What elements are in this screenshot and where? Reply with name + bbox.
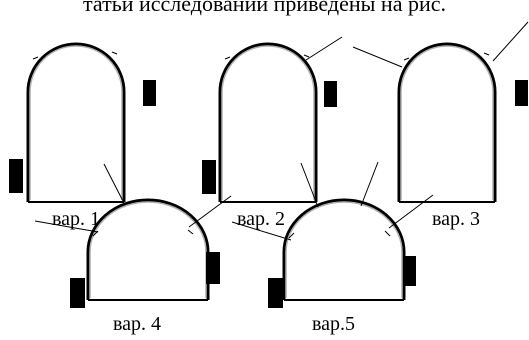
- tunnel-lining: [89, 201, 207, 298]
- tunnel-profile: [397, 42, 497, 202]
- tunnel-profile: [218, 42, 318, 202]
- tunnel-lining: [400, 45, 494, 200]
- tunnel-lining: [221, 45, 315, 200]
- anchor-tick: [92, 230, 99, 237]
- cut-off-top-text: татьи исследовании приведены на рис.: [83, 0, 446, 16]
- tunnel-lining: [29, 45, 123, 200]
- bolt-line: [492, 21, 529, 62]
- bolt-line: [231, 221, 292, 241]
- right-pillar: [515, 80, 528, 106]
- variant-5-diagram: вар.5: [231, 161, 434, 335]
- tunnel-profile: [86, 198, 210, 300]
- anchor-tick: [303, 54, 310, 58]
- anchor-tick: [32, 56, 39, 60]
- bolt-line: [352, 46, 403, 68]
- bolt-line: [300, 162, 319, 208]
- tunnel-profile: [26, 42, 126, 202]
- bolt-line: [34, 220, 99, 233]
- anchor-tick: [483, 52, 490, 56]
- left-pillar: [70, 278, 85, 308]
- left-pillar: [202, 160, 216, 194]
- bolt-line: [305, 36, 343, 61]
- right-pillar: [206, 252, 220, 284]
- anchor-tick: [224, 56, 231, 60]
- variant-3-diagram: вар. 3: [352, 21, 529, 230]
- variant-3-label: вар. 3: [432, 208, 480, 230]
- left-pillar: [9, 159, 23, 193]
- variant-1-diagram: вар. 1: [9, 42, 156, 230]
- left-pillar: [268, 278, 283, 308]
- right-pillar: [324, 81, 337, 107]
- bolt-line: [360, 161, 379, 207]
- right-pillar: [143, 80, 156, 106]
- variant-4-label: вар. 4: [113, 313, 161, 335]
- variant-5-label: вар.5: [312, 313, 355, 335]
- anchor-tick: [111, 51, 118, 55]
- variant-4-diagram: вар. 4: [34, 163, 232, 335]
- anchor-tick: [384, 230, 391, 237]
- bolt-line: [103, 163, 126, 206]
- variant-1-label: вар. 1: [52, 208, 100, 230]
- bolt-line: [388, 194, 434, 229]
- right-pillar: [403, 256, 416, 286]
- anchor-tick: [288, 232, 295, 239]
- anchor-tick: [403, 57, 410, 61]
- variant-2-label: вар. 2: [237, 208, 285, 230]
- tunnel-profile: [282, 198, 406, 300]
- variant-2-diagram: вар. 2: [202, 36, 343, 230]
- anchor-tick: [187, 229, 194, 235]
- tunnel-lining: [285, 201, 403, 298]
- bolt-line: [188, 195, 232, 228]
